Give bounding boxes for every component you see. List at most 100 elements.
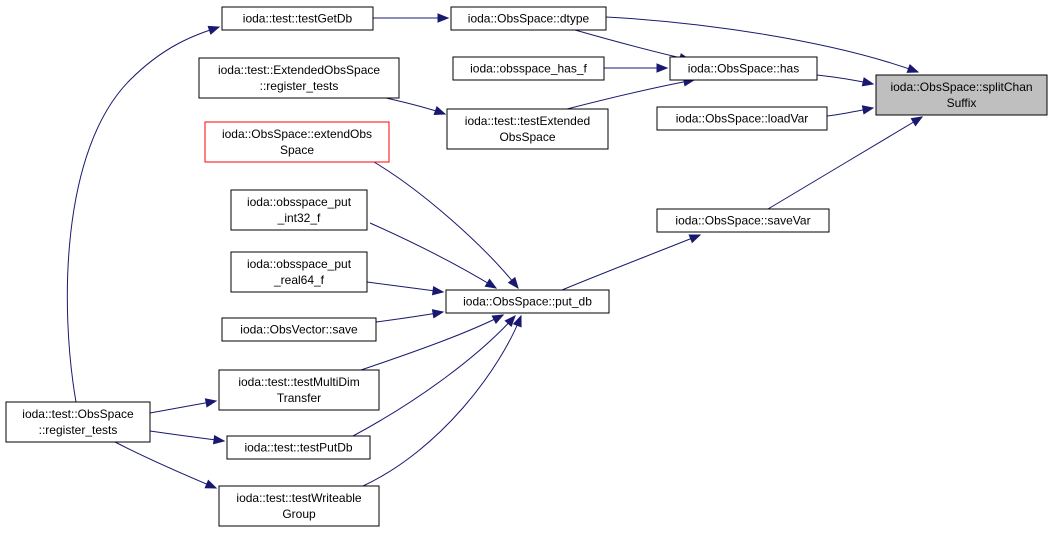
node-box (656, 208, 830, 233)
node-label: ioda::obsspace_has_f (470, 62, 587, 76)
node-loadVar[interactable]: ioda::ObsSpace::loadVar (656, 106, 828, 131)
node-box (656, 106, 828, 131)
node-box (445, 289, 610, 314)
edge-testPutDb-to-put_db (352, 314, 516, 437)
edge-obsSpaceRegister-to-testMultiDimTransfer (149, 398, 218, 414)
edge-obsVectorSave-to-put_db (375, 309, 445, 323)
node-testPutDb[interactable]: ioda::test::testPutDb (226, 435, 371, 460)
node-has[interactable]: ioda::ObsSpace::has (669, 56, 818, 81)
edge-arrowhead (431, 309, 445, 319)
edge-line (149, 430, 225, 442)
node-label: ::register_tests (39, 423, 118, 437)
edge-put_int32_f-to-put_db (369, 222, 498, 289)
node-box (226, 435, 371, 460)
node-dtype[interactable]: ioda::ObsSpace::dtype (450, 6, 607, 31)
edge-obsSpaceRegister-to-testWriteableGroup (114, 441, 218, 489)
node-label: ObsSpace (499, 130, 555, 144)
node-label: ioda::ObsSpace::put_db (463, 295, 592, 309)
node-box (198, 57, 400, 99)
node-put_int32_f[interactable]: ioda::obsspace_put_int32_f (230, 189, 368, 231)
node-label: ioda::ObsSpace::splitChan (890, 80, 1032, 94)
node-box (221, 317, 377, 342)
edge-extendedRegister-to-testExtendedObsSpace (385, 97, 447, 115)
edge-line (767, 116, 923, 210)
node-label: ioda::ObsSpace::extendObs (222, 127, 372, 141)
edge-line (373, 161, 519, 289)
edge-arrowhead (910, 116, 924, 127)
node-label: ioda::test::testMultiDim (238, 375, 359, 389)
edge-arrowhead (204, 398, 218, 408)
edge-testMultiDimTransfer-to-put_db (360, 314, 505, 371)
node-obsspace_has_f[interactable]: ioda::obsspace_has_f (452, 56, 605, 81)
node-label: _int32_f (277, 211, 321, 225)
edge-line (566, 79, 695, 110)
edge-arrowhead (204, 479, 218, 489)
node-label: ioda::test::ExtendedObsSpace (218, 63, 380, 77)
edge-put_real64_f-to-put_db (366, 281, 445, 296)
edge-line (66, 26, 220, 403)
node-box (450, 6, 607, 31)
node-box (230, 189, 368, 231)
node-label: _real64_f (273, 273, 325, 287)
node-label: ioda::test::testGetDb (243, 12, 353, 26)
edge-arrowhead (212, 434, 226, 445)
edge-loadVar-to-splitChanSuffix (826, 105, 875, 117)
edge-arrowhead (906, 63, 920, 73)
node-testGetDb[interactable]: ioda::test::testGetDb (221, 6, 374, 31)
node-put_db[interactable]: ioda::ObsSpace::put_db (445, 289, 610, 314)
edge-arrowhead (437, 13, 450, 23)
edge-line (360, 314, 504, 371)
edge-saveVar-to-splitChanSuffix (767, 116, 924, 210)
node-label: ioda::ObsSpace::has (688, 62, 799, 76)
edge-line (605, 16, 919, 73)
node-label: Group (282, 507, 316, 521)
node-saveVar[interactable]: ioda::ObsSpace::saveVar (656, 208, 830, 233)
node-label: ioda::test::testExtended (465, 114, 590, 128)
node-label: Space (280, 143, 314, 157)
edge-arrowhead (207, 25, 221, 35)
node-label: ioda::ObsVector::save (240, 323, 358, 337)
node-label: ioda::test::testWriteable (236, 491, 362, 505)
node-label: ioda::obsspace_put (247, 195, 352, 209)
edge-obsspace_has_f-to-has (604, 63, 669, 73)
edge-line (574, 29, 691, 61)
edge-arrowhead (484, 278, 498, 289)
edge-arrowhead (431, 285, 445, 296)
edge-line (352, 315, 516, 437)
node-box (230, 251, 368, 293)
call-graph-edges (66, 13, 924, 489)
node-obsVectorSave[interactable]: ioda::ObsVector::save (221, 317, 377, 342)
node-label: Suffix (947, 96, 977, 110)
node-label: ioda::test::testPutDb (244, 441, 352, 455)
node-label: ioda::obsspace_put (247, 257, 352, 271)
node-extendedRegister[interactable]: ioda::test::ExtendedObsSpace::register_t… (198, 57, 400, 99)
edge-extendObsSpace-to-put_db (373, 161, 519, 290)
edge-dtype-to-splitChanSuffix (605, 16, 920, 73)
node-box (204, 121, 390, 163)
node-box (221, 6, 374, 31)
node-box (452, 56, 605, 81)
edge-testGetDb-to-dtype (373, 13, 450, 23)
node-put_real64_f[interactable]: ioda::obsspace_put_real64_f (230, 251, 368, 293)
node-box (218, 369, 380, 411)
edge-line (561, 234, 701, 291)
edge-testExtendedObsSpace-to-has (566, 77, 696, 110)
edge-testWriteableGroup-to-put_db (362, 314, 522, 487)
edge-arrowhead (656, 63, 669, 73)
node-label: ioda::ObsSpace::dtype (468, 12, 590, 26)
node-label: Transfer (277, 391, 321, 405)
node-obsSpaceRegister[interactable]: ioda::test::ObsSpace::register_tests (5, 401, 151, 443)
edge-arrowhead (491, 314, 505, 325)
node-label: ioda::test::ObsSpace (22, 407, 134, 421)
edge-has-to-splitChanSuffix (816, 74, 875, 87)
node-box (669, 56, 818, 81)
edge-line (369, 222, 497, 289)
edge-line (362, 315, 522, 487)
edge-arrowhead (861, 77, 875, 87)
